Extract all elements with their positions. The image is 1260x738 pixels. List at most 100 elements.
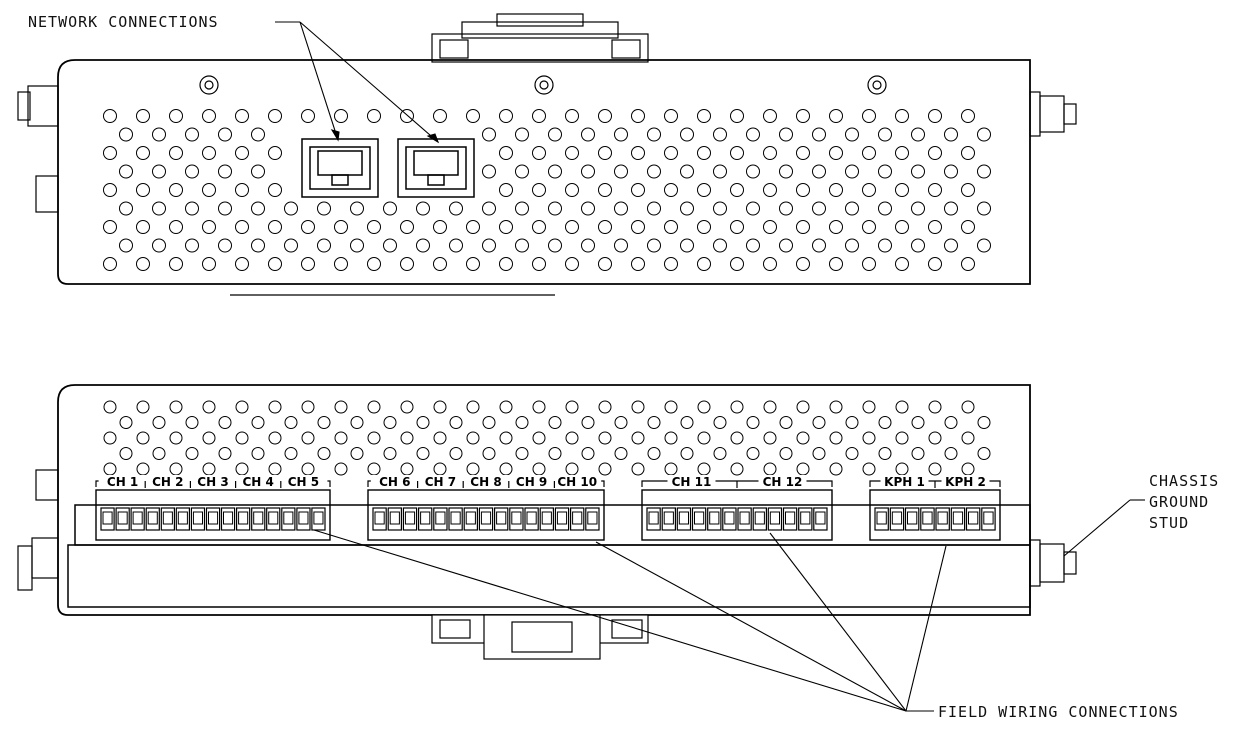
vent-hole [169,146,183,160]
channel-label: CH 3 [197,475,228,489]
vent-hole [895,146,909,160]
vent-hole [268,183,282,197]
vent-hole [400,257,414,271]
vent-hole [334,109,348,123]
vent-hole [433,220,447,234]
vent-hole [218,164,232,179]
terminal-pin [950,507,966,531]
vent-hole [169,431,183,445]
vent-hole [532,462,546,476]
vent-hole [911,201,925,216]
vent-hole [367,257,381,271]
vent-hole [845,238,859,253]
terminal-screw [117,511,128,525]
vent-hole [647,164,661,179]
terminal-screw [450,511,461,525]
vent-hole [631,109,645,123]
vent-hole [763,109,777,123]
vent-hole [103,146,117,160]
vent-hole [499,183,513,197]
vent-hole [928,257,942,271]
terminal-panel [74,504,1031,546]
vent-hole [730,257,744,271]
vent-hole [532,220,546,234]
vent-hole [664,146,678,160]
vent-hole [680,447,694,460]
terminal-screw [147,511,158,525]
vent-hole [235,146,249,160]
vent-hole [218,447,232,460]
vent-hole [548,164,562,179]
vent-hole [878,238,892,253]
vent-hole [829,220,843,234]
vent-hole [334,462,348,476]
vent-hole [136,146,150,160]
vent-hole [169,109,183,123]
channel-label: KPH 2 [945,475,986,489]
vent-hole [202,183,216,197]
vent-hole [746,238,760,253]
vent-hole [334,400,348,414]
rj45-port-1 [301,138,379,198]
vent-hole [235,183,249,197]
terminal-screw [968,511,979,525]
vent-hole [911,447,925,460]
vent-hole [664,257,678,271]
vent-hole [631,400,645,414]
vent-hole [565,462,579,476]
vent-hole [631,183,645,197]
vent-hole [400,462,414,476]
vent-hole [598,109,612,123]
vent-hole [449,416,463,429]
terminal-pin [569,507,585,531]
terminal-pin [554,507,570,531]
vent-hole [878,164,892,179]
vent-hole [565,400,579,414]
vent-hole [317,201,331,216]
vent-hole [779,201,793,216]
vent-hole [977,201,991,216]
vent-hole [961,183,975,197]
vent-hole [119,238,133,253]
terminal-screw [556,511,568,525]
channel-label-bg [758,475,807,487]
vent-hole [581,447,595,460]
terminal-screw [177,511,188,525]
vent-hole [499,146,513,160]
vent-hole [862,257,876,271]
din-clip-bottom [431,614,649,660]
channel-label-bg [553,475,602,487]
vent-hole [977,447,991,460]
vent-hole [763,183,777,197]
vent-hole [548,416,562,429]
vent-hole [515,164,529,179]
terminal-screw [694,511,705,525]
vent-hole [812,127,826,142]
terminal-pin [920,507,935,531]
vent-hole [532,146,546,160]
vent-hole [845,201,859,216]
vent-hole [367,109,381,123]
vent-hole [169,400,183,414]
channel-label-bg [279,475,328,487]
vent-hole [235,220,249,234]
vent-hole [697,183,711,197]
channel-label: CH 2 [152,475,183,489]
terminal-pin [494,507,509,531]
vent-hole [400,400,414,414]
vent-hole [631,431,645,445]
vent-hole [400,431,414,445]
terminal-screw [102,511,113,525]
vent-hole [614,447,628,460]
terminal-pin [478,507,494,531]
vent-hole [202,109,216,123]
terminal-screw [465,511,476,525]
vent-hole [829,109,843,123]
vent-hole [235,431,249,445]
terminal-pin [190,507,206,531]
vent-hole [433,109,447,123]
vent-hole [944,416,958,429]
vent-hole [862,220,876,234]
vent-hole [499,400,513,414]
